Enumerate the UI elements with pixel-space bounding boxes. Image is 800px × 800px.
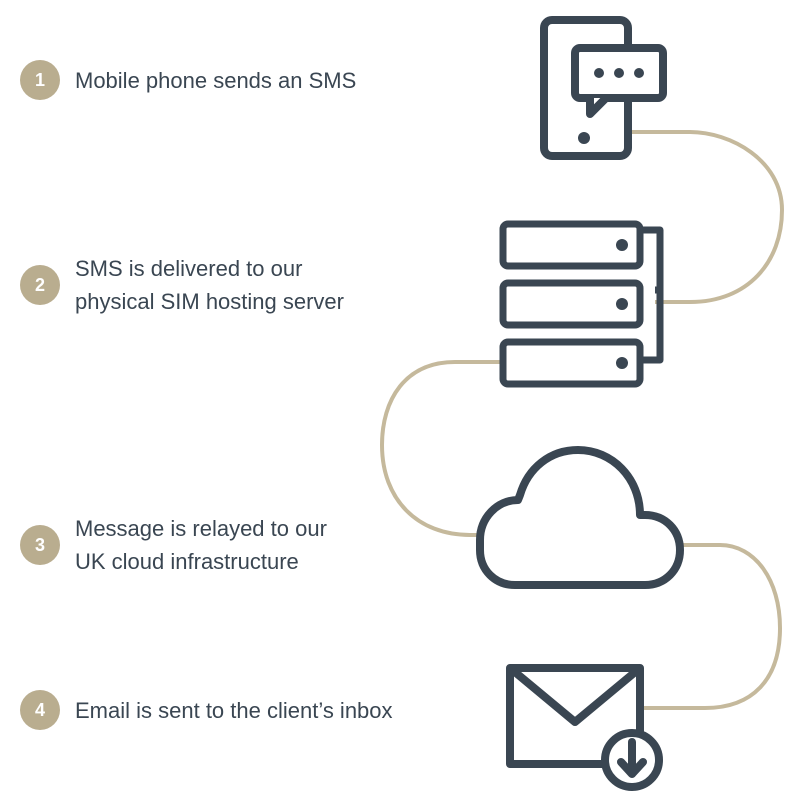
step-1: 1 Mobile phone sends an SMS <box>20 60 356 100</box>
step-2: 2 SMS is delivered to our physical SIM h… <box>20 252 344 318</box>
step-label-line: SMS is delivered to our <box>75 256 303 281</box>
server-stack-icon <box>499 220 664 388</box>
step-label: Email is sent to the client’s inbox <box>75 694 393 727</box>
step-label-line: Message is relayed to our <box>75 516 327 541</box>
step-label: Message is relayed to our UK cloud infra… <box>75 512 327 578</box>
connector-cloud-to-email <box>640 543 783 710</box>
step-label-line: Mobile phone sends an SMS <box>75 67 357 93</box>
connector-server-to-cloud <box>379 360 503 537</box>
step-number-badge: 3 <box>20 525 60 565</box>
step-label: SMS is delivered to our physical SIM hos… <box>75 252 344 318</box>
email-download-icon <box>506 664 663 791</box>
connector-phone-to-server <box>628 130 785 304</box>
mobile-phone-sms-icon <box>540 16 667 160</box>
step-number-badge: 2 <box>20 265 60 305</box>
step-label-line: Email is sent to the client’s inbox <box>75 697 393 723</box>
step-number-badge: 1 <box>20 60 60 100</box>
step-3: 3 Message is relayed to our UK cloud inf… <box>20 512 327 578</box>
step-label: Mobile phone sends an SMS <box>75 64 356 97</box>
step-4: 4 Email is sent to the client’s inbox <box>20 690 393 730</box>
step-label-line: UK cloud infrastructure <box>75 549 299 574</box>
step-number-badge: 4 <box>20 690 60 730</box>
cloud-icon <box>476 446 684 589</box>
step-label-line: physical SIM hosting server <box>75 289 344 314</box>
